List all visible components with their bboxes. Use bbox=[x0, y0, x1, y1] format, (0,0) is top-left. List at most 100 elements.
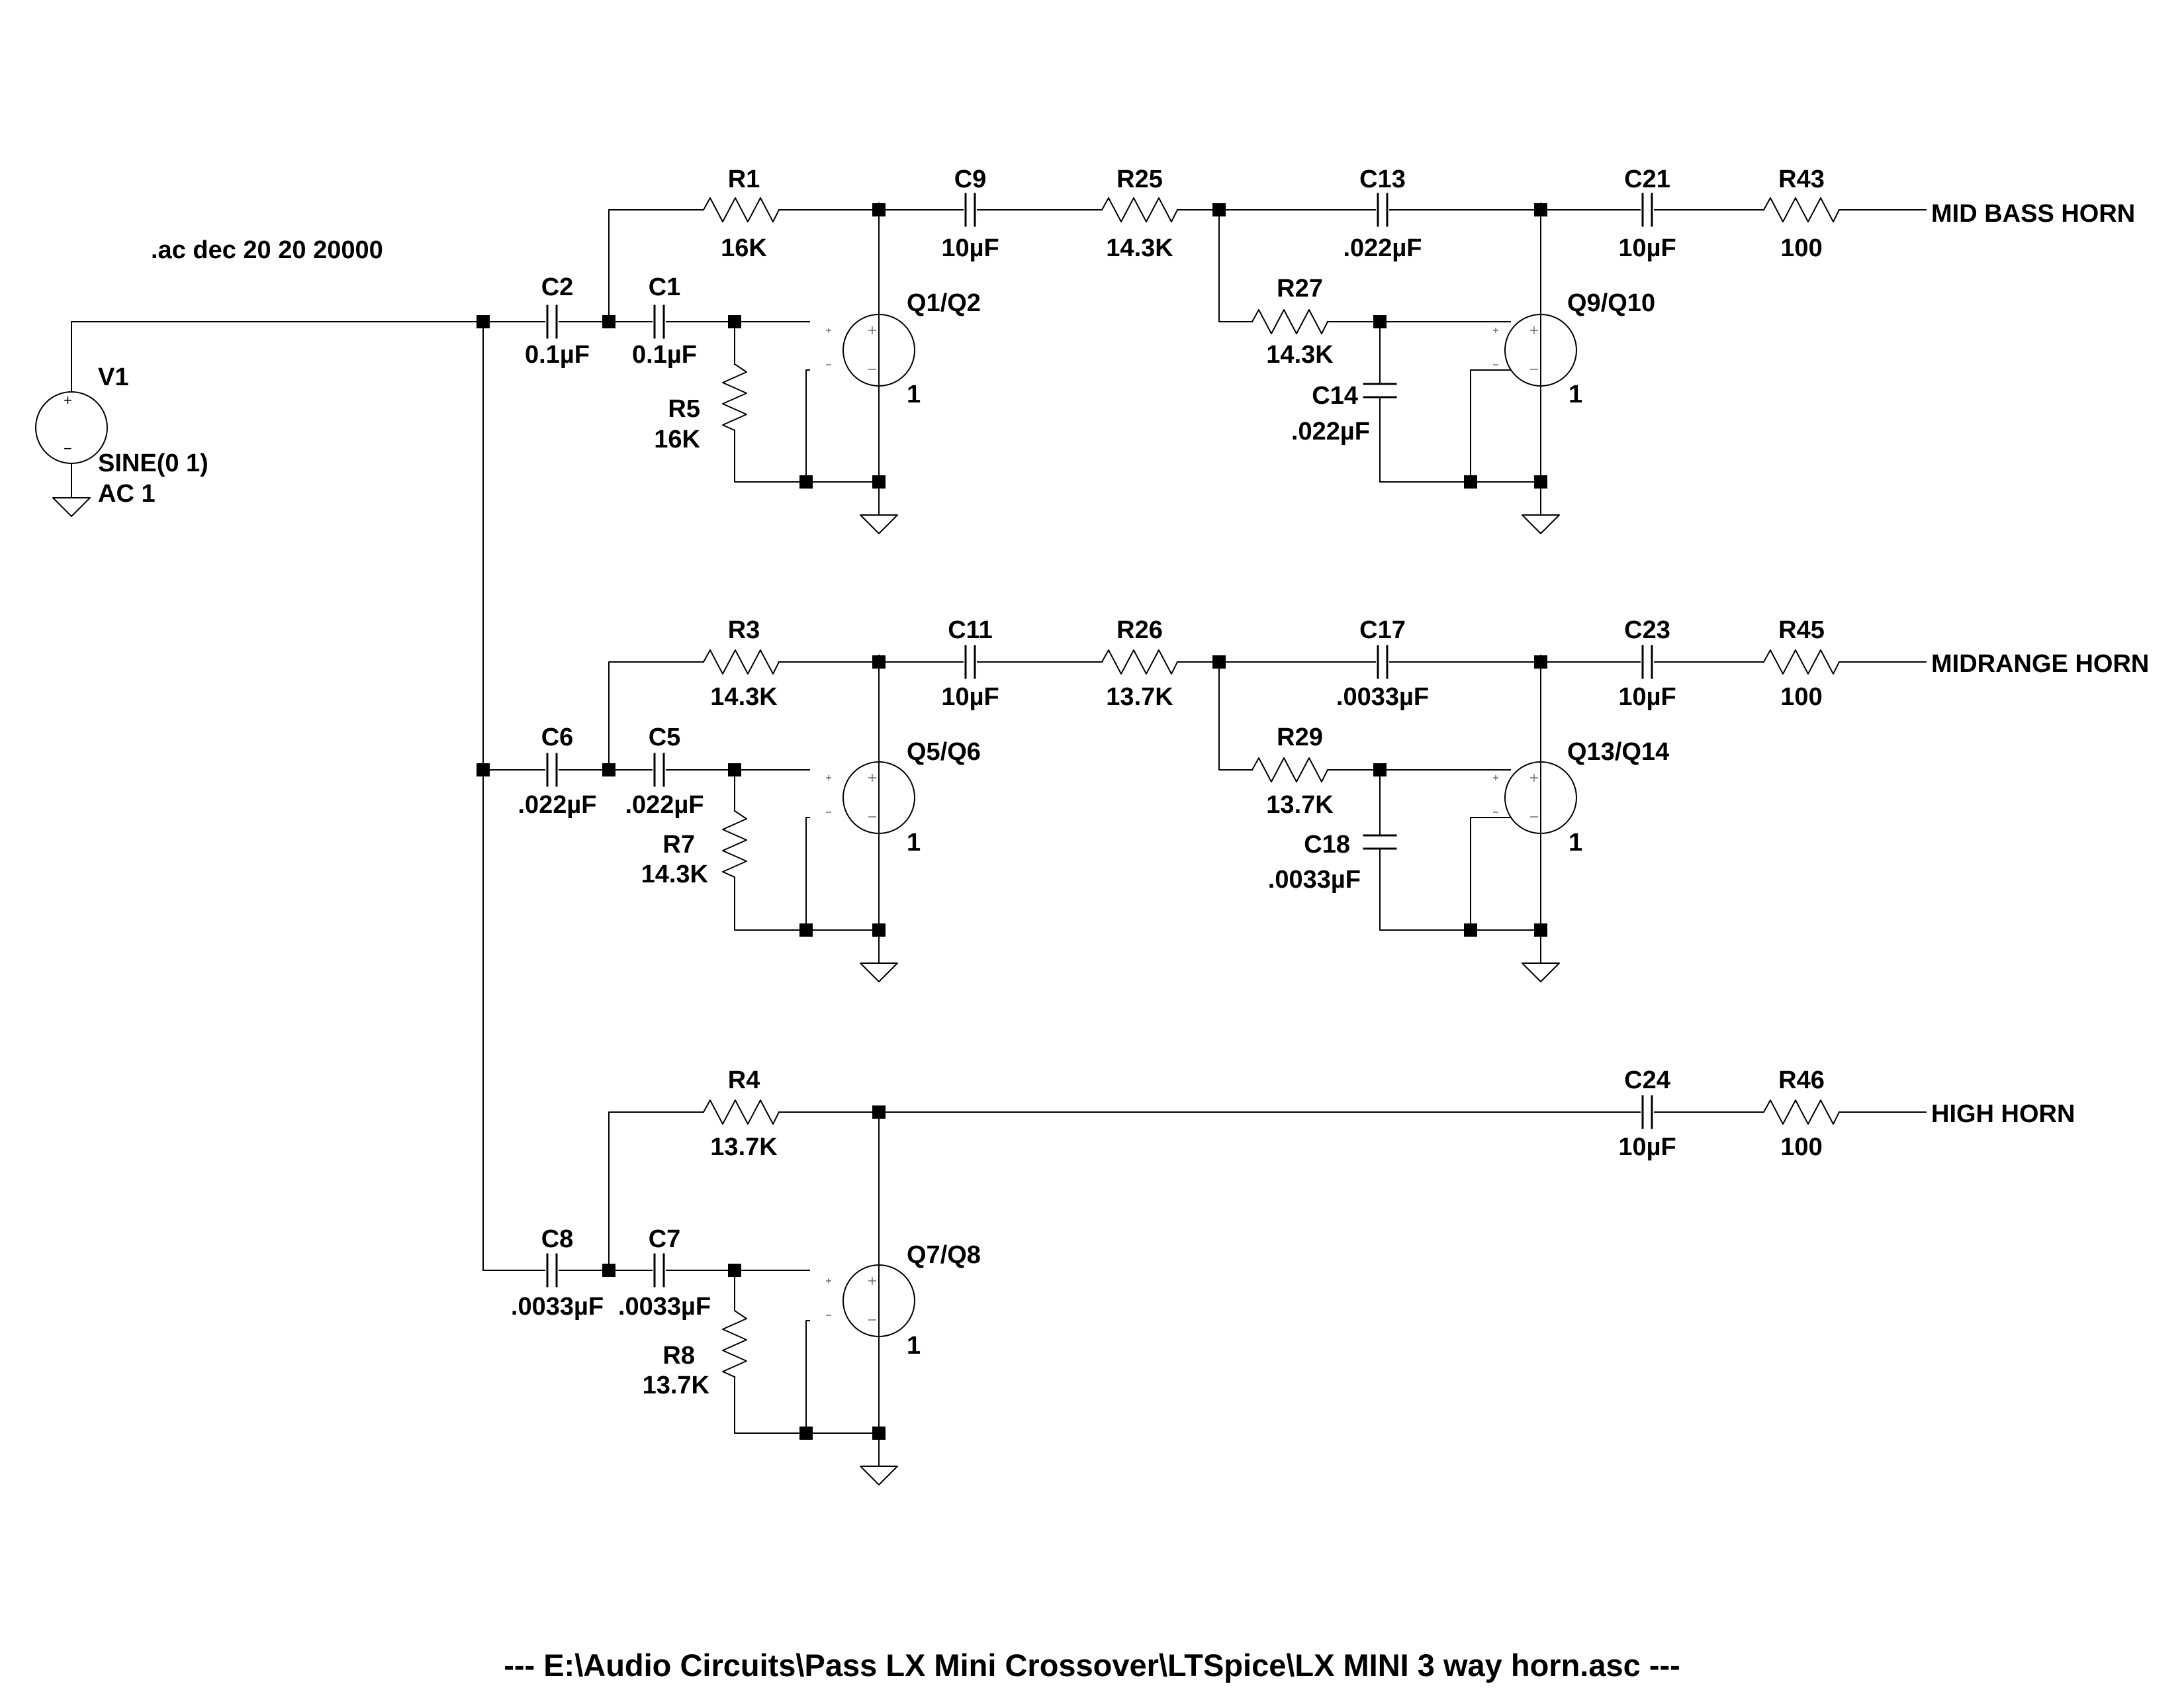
amplifier-q13 bbox=[1493, 761, 1577, 834]
r29-ref-label: R29 bbox=[1277, 724, 1323, 751]
c9-ref-label: C9 bbox=[954, 165, 987, 193]
c9-value-label: 10µF bbox=[941, 234, 999, 262]
r27-ref-label: R27 bbox=[1277, 275, 1323, 303]
q9-value-label: 1 bbox=[1569, 381, 1582, 408]
amplifier-q9 bbox=[1493, 314, 1577, 387]
r27-value-label: 14.3K bbox=[1266, 341, 1334, 369]
c21-value-label: 10µF bbox=[1618, 234, 1676, 262]
resistor-r27 bbox=[1251, 309, 1329, 334]
source-value2-label: AC 1 bbox=[98, 480, 156, 508]
capacitor-c11 bbox=[964, 645, 976, 679]
c21-ref-label: C21 bbox=[1624, 165, 1670, 193]
r25-value-label: 14.3K bbox=[1106, 234, 1173, 262]
c8-value-label: .0033µF bbox=[511, 1293, 604, 1321]
resistor-r4 bbox=[702, 1100, 780, 1125]
r3-ref-label: R3 bbox=[728, 616, 760, 644]
resistor-r43 bbox=[1762, 197, 1841, 222]
amplifier-q7 bbox=[826, 1264, 915, 1337]
ground-symbol-source bbox=[52, 497, 91, 517]
capacitor-c1 bbox=[653, 305, 665, 339]
r7-ref-label: R7 bbox=[662, 831, 695, 859]
wires bbox=[71, 203, 1927, 1467]
r29-value-label: 13.7K bbox=[1266, 791, 1334, 819]
resistor-r26 bbox=[1101, 649, 1179, 675]
resistor-r5 bbox=[722, 363, 747, 432]
r4-value-label: 13.7K bbox=[710, 1133, 778, 1161]
c1-value-label: 0.1µF bbox=[632, 341, 697, 369]
output-label-high: HIGH HORN bbox=[1931, 1100, 2075, 1128]
r43-value-label: 100 bbox=[1780, 234, 1822, 262]
c11-value-label: 10µF bbox=[941, 683, 999, 711]
c13-value-label: .022µF bbox=[1343, 234, 1422, 262]
q7-ref-label: Q7/Q8 bbox=[907, 1241, 981, 1269]
source-minus-symbol: − bbox=[64, 440, 72, 457]
r26-value-label: 13.7K bbox=[1106, 683, 1173, 711]
q1-ref-label: Q1/Q2 bbox=[907, 289, 981, 317]
capacitor-c8 bbox=[546, 1253, 558, 1288]
capacitor-c23 bbox=[1641, 645, 1653, 679]
junction-dots bbox=[477, 203, 1547, 1440]
capacitor-c5 bbox=[653, 753, 665, 787]
capacitor-c18 bbox=[1363, 834, 1397, 850]
c7-ref-label: C7 bbox=[649, 1225, 681, 1253]
c17-ref-label: C17 bbox=[1359, 616, 1406, 644]
resistor-r29 bbox=[1251, 757, 1329, 782]
ground-symbols bbox=[52, 497, 1560, 1485]
c2-value-label: 0.1µF bbox=[525, 341, 590, 369]
c13-ref-label: C13 bbox=[1359, 165, 1406, 193]
q5-value-label: 1 bbox=[907, 829, 921, 857]
q9-ref-label: Q9/Q10 bbox=[1567, 289, 1655, 317]
c14-ref-label: C14 bbox=[1312, 382, 1358, 410]
r45-ref-label: R45 bbox=[1778, 616, 1825, 644]
r45-value-label: 100 bbox=[1780, 683, 1822, 711]
r8-value-label: 13.7K bbox=[643, 1372, 710, 1399]
capacitor-c17 bbox=[1377, 645, 1388, 679]
amplifier-q1 bbox=[826, 314, 915, 387]
ground-symbol-q9 bbox=[1522, 514, 1560, 534]
output-label-midrange: MIDRANGE HORN bbox=[1931, 650, 2149, 678]
file-path-footer: --- E:\Audio Circuits\Pass LX Mini Cross… bbox=[504, 1648, 1680, 1683]
c24-ref-label: C24 bbox=[1624, 1066, 1670, 1094]
c5-ref-label: C5 bbox=[649, 724, 681, 751]
resistor-r1 bbox=[702, 197, 780, 222]
c24-value-label: 10µF bbox=[1618, 1133, 1676, 1161]
c23-value-label: 10µF bbox=[1618, 683, 1676, 711]
c5-value-label: .022µF bbox=[625, 791, 704, 819]
capacitor-c14 bbox=[1363, 383, 1397, 399]
c7-value-label: .0033µF bbox=[618, 1293, 711, 1321]
c14-value-label: .022µF bbox=[1291, 418, 1370, 445]
c8-ref-label: C8 bbox=[541, 1225, 574, 1253]
c2-ref-label: C2 bbox=[541, 273, 574, 301]
r26-ref-label: R26 bbox=[1116, 616, 1163, 644]
source-plus-symbol: + bbox=[64, 392, 72, 408]
resistor-r3 bbox=[702, 649, 780, 675]
capacitor-c21 bbox=[1641, 193, 1653, 227]
c11-ref-label: C11 bbox=[948, 616, 993, 644]
r43-ref-label: R43 bbox=[1778, 165, 1825, 193]
r3-value-label: 14.3K bbox=[710, 683, 778, 711]
resistor-r8 bbox=[722, 1309, 747, 1378]
c18-value-label: .0033µF bbox=[1268, 866, 1361, 894]
ground-symbol-q5 bbox=[860, 962, 898, 982]
ground-symbol-q13 bbox=[1522, 962, 1560, 982]
c1-ref-label: C1 bbox=[649, 273, 681, 301]
c23-ref-label: C23 bbox=[1624, 616, 1670, 644]
amplifier-q5 bbox=[826, 761, 915, 834]
capacitor-c9 bbox=[964, 193, 976, 227]
q13-ref-label: Q13/Q14 bbox=[1567, 738, 1669, 766]
source-ref-label: V1 bbox=[98, 363, 128, 391]
ground-symbol-q7 bbox=[860, 1466, 898, 1485]
r46-ref-label: R46 bbox=[1778, 1066, 1825, 1094]
q7-value-label: 1 bbox=[907, 1332, 921, 1360]
c18-ref-label: C18 bbox=[1304, 831, 1350, 859]
resistors bbox=[702, 197, 1841, 1378]
spice-directive: .ac dec 20 20 20000 bbox=[151, 236, 383, 264]
r25-ref-label: R25 bbox=[1116, 165, 1163, 193]
resistor-r25 bbox=[1101, 197, 1179, 222]
r1-ref-label: R1 bbox=[728, 165, 760, 193]
c6-ref-label: C6 bbox=[541, 724, 574, 751]
resistor-r46 bbox=[1762, 1100, 1841, 1125]
r4-ref-label: R4 bbox=[728, 1066, 760, 1094]
q1-value-label: 1 bbox=[907, 381, 921, 408]
